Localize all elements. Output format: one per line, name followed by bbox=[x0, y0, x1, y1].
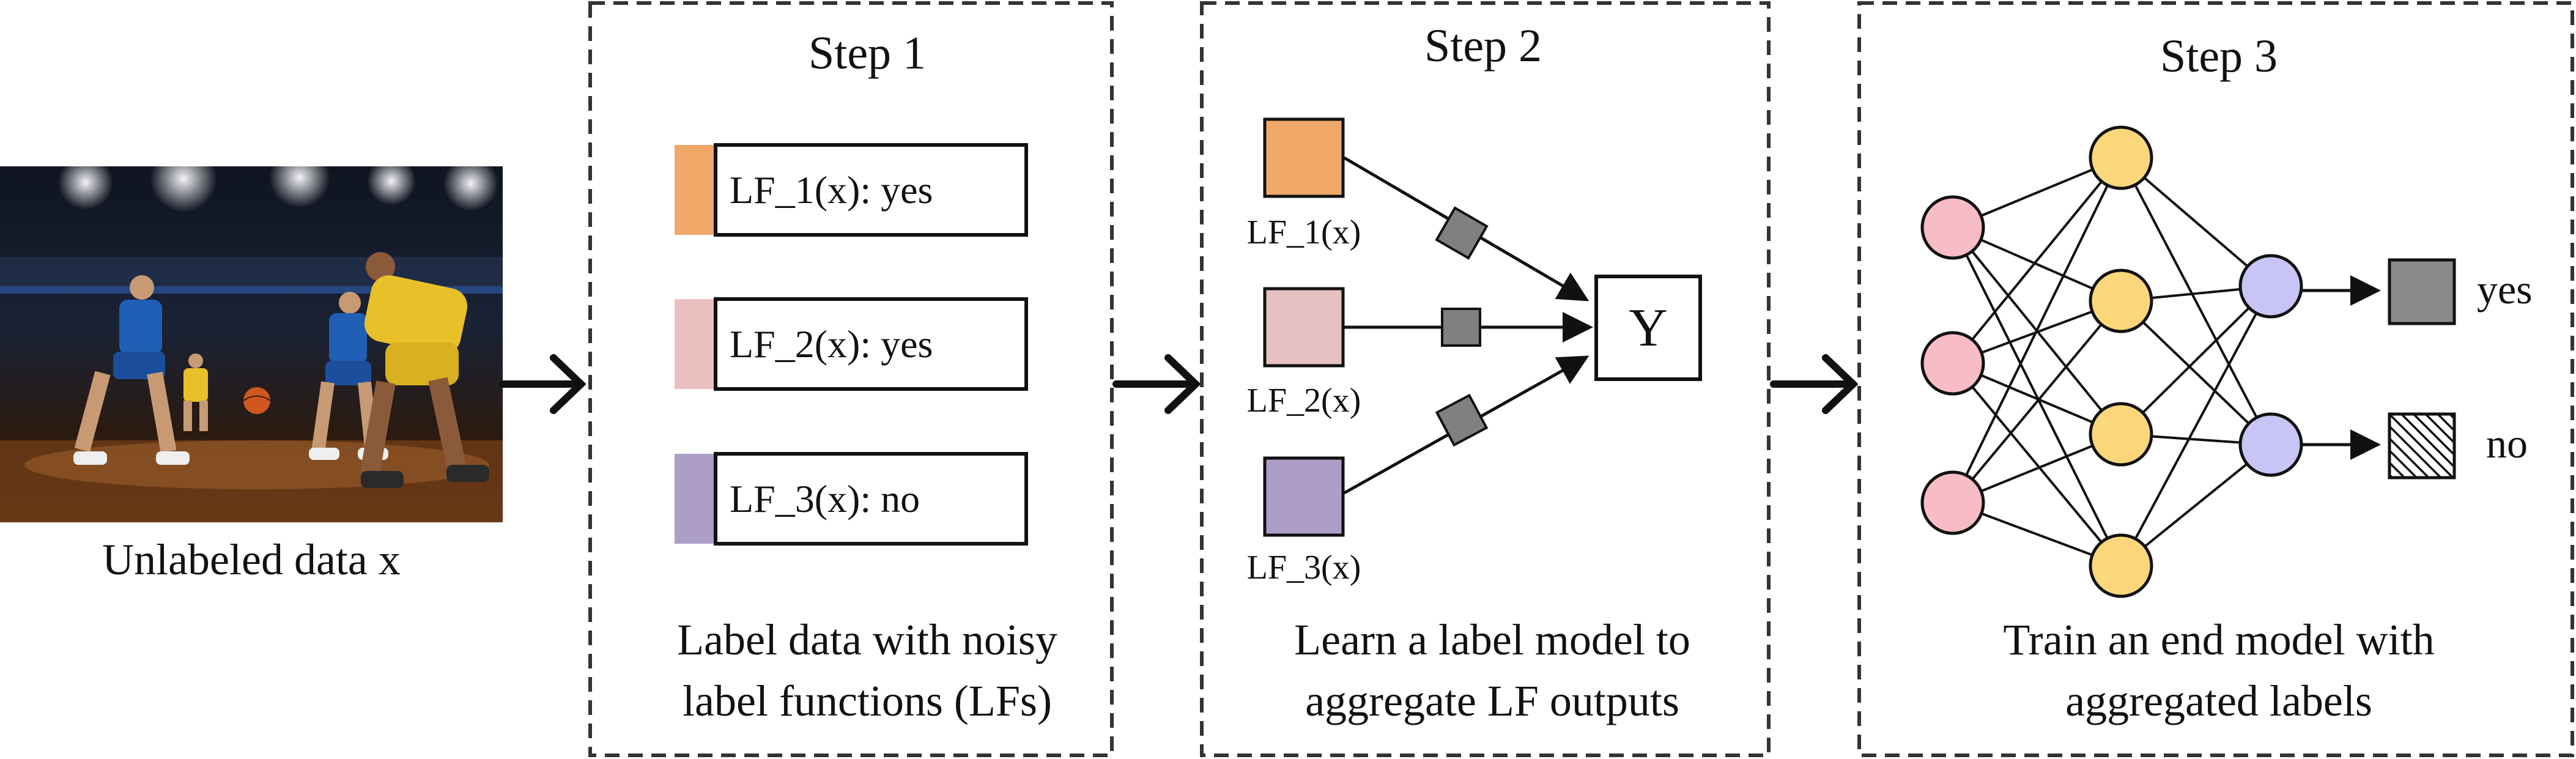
nn-hidden-node-4 bbox=[2089, 533, 2153, 598]
step3-panel: Step 3 bbox=[1857, 1, 2574, 757]
basketball bbox=[243, 387, 271, 414]
nn-hidden-node-2 bbox=[2089, 268, 2153, 333]
step2-caption-line2: aggregate LF outputs bbox=[1305, 676, 1679, 725]
step1-caption-line1: Label data with noisy bbox=[677, 615, 1057, 664]
lf-label-3: LF_3(x): no bbox=[730, 477, 920, 520]
factor-node-3 bbox=[1435, 393, 1489, 447]
output-no-label: no bbox=[2486, 420, 2528, 467]
label-model-output-text: Y bbox=[1629, 298, 1668, 358]
lf-box-2: LF_2(x): yes bbox=[675, 297, 1028, 391]
step3-caption-line2: aggregated labels bbox=[2065, 676, 2372, 725]
lf-node-1 bbox=[1263, 117, 1345, 198]
arrow-to-step1 bbox=[499, 354, 587, 414]
lf-color-tab-1 bbox=[675, 145, 716, 235]
nn-output-node-1 bbox=[2238, 254, 2303, 319]
nn-input-node-2 bbox=[1920, 331, 1985, 396]
step3-caption-line1: Train an end model with bbox=[2003, 615, 2434, 664]
nn-edges bbox=[1952, 157, 2272, 567]
lf-node-label-1: LF_1(x) bbox=[1247, 213, 1361, 251]
arrow-to-step3 bbox=[1770, 354, 1859, 414]
player-yellow-right bbox=[360, 252, 489, 488]
lf-node-3 bbox=[1263, 456, 1345, 537]
nn-input-node-3 bbox=[1920, 470, 1985, 535]
lf-node-label-3: LF_3(x) bbox=[1247, 549, 1361, 587]
nn-output-node-2 bbox=[2238, 412, 2303, 477]
step1-panel: Step 1 LF_1(x): yes LF_2(x): yes LF_3(x)… bbox=[588, 1, 1114, 757]
nn-input-node-1 bbox=[1920, 195, 1985, 260]
player-blue-left bbox=[73, 275, 190, 465]
input-caption: Unlabeled data x bbox=[102, 535, 401, 584]
lf-color-tab-3 bbox=[675, 454, 716, 544]
step2-caption-line1: Learn a label model to bbox=[1294, 615, 1690, 664]
label-model-output bbox=[1594, 275, 1702, 381]
step2-panel: Step 2 LF_1(x) LF_2(x) LF_3(x) Y Learn a… bbox=[1200, 1, 1771, 757]
lf-node-label-2: LF_2(x) bbox=[1247, 382, 1361, 420]
lf-label-2: LF_2(x): yes bbox=[730, 322, 933, 366]
lf-box-3: LF_3(x): no bbox=[675, 452, 1028, 546]
nn-hidden-node-1 bbox=[2089, 125, 2153, 190]
nn-output-arrows bbox=[2301, 275, 2381, 460]
nn-hidden-node-3 bbox=[2089, 402, 2153, 467]
lf-label-1: LF_1(x): yes bbox=[730, 168, 933, 212]
arrow-to-step2 bbox=[1112, 354, 1201, 414]
step2-title: Step 2 bbox=[1424, 20, 1542, 72]
factor-node-2 bbox=[1441, 308, 1481, 347]
input-photo bbox=[0, 145, 503, 522]
step1-caption-line2: label functions (LFs) bbox=[683, 676, 1052, 725]
player-yellow-small bbox=[183, 354, 208, 431]
lf-color-tab-2 bbox=[675, 299, 716, 389]
factor-node-1 bbox=[1435, 206, 1489, 260]
lf-box-1: LF_1(x): yes bbox=[675, 143, 1028, 237]
lf-node-2 bbox=[1263, 287, 1345, 368]
step3-title: Step 3 bbox=[2160, 31, 2278, 82]
output-yes-label: yes bbox=[2477, 266, 2533, 313]
step1-title: Step 1 bbox=[809, 28, 926, 79]
output-yes-box bbox=[2388, 258, 2456, 325]
output-no-box bbox=[2388, 412, 2456, 479]
